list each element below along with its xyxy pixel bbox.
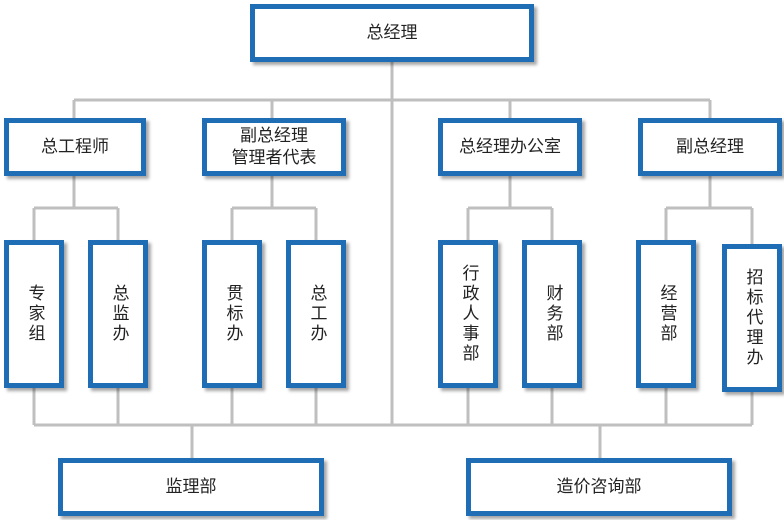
node-label: 经营部 — [656, 284, 677, 344]
node-level3: 经营部 — [636, 240, 696, 388]
connector — [32, 176, 120, 240]
node-level3: 财务部 — [522, 240, 582, 388]
connector — [190, 425, 602, 458]
node-level3: 专家组 — [4, 240, 64, 388]
connector — [230, 176, 318, 240]
node-level3: 贯标办 — [202, 240, 262, 388]
node-label: 造价咨询部 — [556, 476, 642, 497]
connector — [664, 176, 754, 244]
node-level3: 招标代理办 — [722, 244, 782, 392]
node-level2: 总工程师 — [4, 118, 146, 176]
node-label: 总经理 — [366, 22, 418, 43]
node-label: 专家组 — [24, 284, 45, 344]
node-root: 总经理 — [250, 4, 534, 62]
node-label: 总监办 — [108, 284, 129, 344]
node-bottom: 监理部 — [58, 458, 324, 516]
node-label: 监理部 — [165, 476, 217, 497]
node-label: 行政人事部 — [458, 264, 479, 364]
node-level3: 行政人事部 — [438, 240, 498, 388]
node-label: 总工办 — [306, 284, 327, 344]
connector — [466, 176, 554, 240]
node-label: 财务部 — [542, 284, 563, 344]
node-label: 总工程师 — [41, 136, 109, 157]
node-label: 贯标办 — [222, 284, 243, 344]
node-level3: 总工办 — [286, 240, 346, 388]
node-bottom: 造价咨询部 — [466, 458, 732, 516]
node-level2: 副总经理 管理者代表 — [202, 118, 346, 176]
node-label: 总经理办公室 — [459, 136, 561, 157]
node-label: 副总经理 管理者代表 — [231, 125, 317, 168]
node-label: 招标代理办 — [742, 268, 763, 368]
node-level3: 总监办 — [88, 240, 148, 388]
connector — [32, 388, 754, 425]
node-level2: 副总经理 — [638, 118, 782, 176]
node-level2: 总经理办公室 — [438, 118, 582, 176]
node-label: 副总经理 — [676, 136, 744, 157]
